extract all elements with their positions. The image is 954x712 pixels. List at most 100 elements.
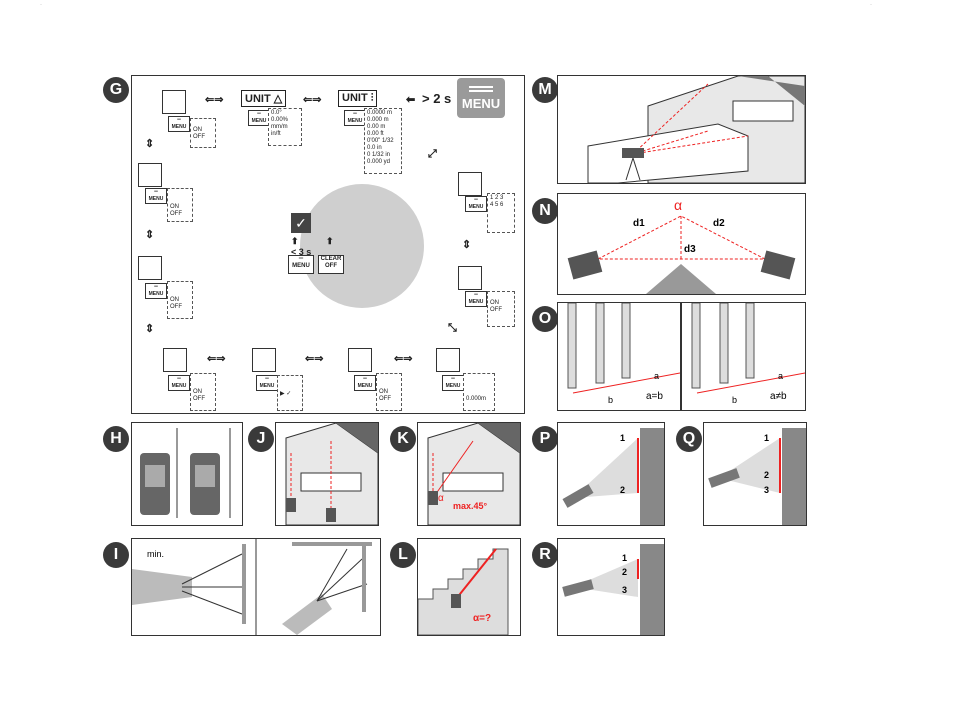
badge-j: J bbox=[248, 426, 274, 452]
angle-unit-options: 0.0° 0.00% mm/m in/ft bbox=[268, 108, 302, 146]
menu-key: ═MENU bbox=[145, 188, 167, 204]
pythagoras-partial-illustration: 1 2 3 bbox=[562, 544, 664, 635]
d3-label: d3 bbox=[684, 244, 696, 255]
menu-key: ═MENU bbox=[168, 375, 190, 391]
up-down-arrows-icon: ⇕ bbox=[145, 229, 155, 241]
unit-distance-key: UNIT ⫶ bbox=[338, 90, 378, 107]
menu-button-large: MENU bbox=[457, 78, 505, 118]
badge-i: I bbox=[103, 542, 129, 568]
diagonal-arrows-icon: ⇕ bbox=[145, 138, 155, 150]
point-1-label: 1 bbox=[620, 433, 625, 443]
clear-off-key: CLEAR OFF bbox=[318, 255, 344, 274]
check-option: ▶ ✓ bbox=[277, 375, 303, 411]
reference-point-illustration bbox=[140, 428, 231, 518]
sound-icon bbox=[138, 163, 162, 187]
menu-key: ═MENU bbox=[256, 375, 278, 391]
left-right-arrows-icon: ⇐⇒ bbox=[207, 353, 226, 365]
panel-j bbox=[275, 422, 379, 526]
panel-m bbox=[557, 75, 806, 184]
badge-q: Q bbox=[676, 426, 702, 452]
offset-icon bbox=[436, 348, 460, 372]
height-measurement-illustration bbox=[285, 423, 378, 525]
panel-g bbox=[131, 75, 525, 414]
up-down-arrows-icon: ⇕ bbox=[462, 239, 472, 251]
label-a: a bbox=[778, 371, 783, 381]
pythagoras-two-point-illustration: 1 2 bbox=[562, 428, 664, 525]
point-1-label: 1 bbox=[622, 553, 627, 563]
brightness-levels: 1 2 3 4 5 6 bbox=[487, 193, 515, 233]
point-2-label: 2 bbox=[622, 567, 627, 577]
parallel-walls-unequal-illustration: a b a≠b bbox=[691, 303, 805, 405]
panel-q: 1 2 3 bbox=[703, 422, 807, 526]
menu-key: ═MENU bbox=[465, 196, 487, 212]
pythagoras-three-point-illustration: 1 2 3 bbox=[708, 428, 806, 525]
badge-l: L bbox=[390, 542, 416, 568]
d2-label: d2 bbox=[713, 218, 725, 229]
alpha-label: α bbox=[674, 197, 682, 213]
crop-mark: · bbox=[870, 2, 872, 8]
panel-o-right: a b a≠b bbox=[681, 302, 806, 411]
arrow-left-icon: ⬅ bbox=[406, 94, 416, 106]
angle-measurement-illustration: α max.45° bbox=[427, 423, 520, 525]
badge-h: H bbox=[103, 426, 129, 452]
arrow-up-icon: ⬆ bbox=[326, 236, 334, 246]
badge-o: O bbox=[532, 306, 558, 332]
diagonal-arrows-icon: ⇕ bbox=[145, 323, 155, 335]
house-measurement-illustration bbox=[587, 76, 805, 183]
equal-label: a=b bbox=[646, 391, 663, 402]
badge-g: G bbox=[103, 77, 129, 103]
panel-o-left: a b a=b bbox=[557, 302, 681, 411]
panel-h bbox=[131, 422, 243, 526]
badge-k: K bbox=[390, 426, 416, 452]
staircase-angle-illustration: α=? bbox=[418, 548, 509, 635]
distance-unit-options: 0.0000 m 0.000 m 0.00 m 0.00 ft 0'00" 1/… bbox=[364, 108, 402, 174]
not-equal-label: a≠b bbox=[770, 391, 787, 402]
menu-key: ═MENU bbox=[168, 116, 190, 132]
menu-key: ═MENU bbox=[248, 110, 270, 126]
menu-key: ═MENU bbox=[354, 375, 376, 391]
point-2-label: 2 bbox=[620, 485, 625, 495]
min-label: min. bbox=[147, 549, 164, 559]
center-hold-duration: ⬆< 3 s bbox=[291, 236, 312, 257]
d1-label: d1 bbox=[633, 218, 645, 229]
left-right-arrows-icon: ⇐⇒ bbox=[305, 353, 324, 365]
point-1-label: 1 bbox=[764, 433, 769, 443]
crop-mark: · bbox=[40, 2, 42, 8]
max-angle-label: max.45° bbox=[453, 501, 488, 511]
badge-m: M bbox=[532, 77, 558, 103]
triangle-measurement-illustration: α d1 d2 d3 bbox=[567, 197, 796, 294]
diagonal-arrows-icon: ⤡ bbox=[448, 322, 457, 334]
point-3-label: 3 bbox=[622, 585, 627, 595]
menu-key: ═MENU bbox=[442, 375, 464, 391]
panel-r: 1 2 3 bbox=[557, 538, 665, 636]
label-a: a bbox=[654, 371, 659, 381]
tripod-icon bbox=[458, 266, 482, 290]
badge-r: R bbox=[532, 542, 558, 568]
label-b: b bbox=[732, 395, 737, 405]
point-3-label: 3 bbox=[764, 485, 769, 495]
confirm-check-icon: ✓ bbox=[291, 213, 311, 233]
menu-key-center: ═MENU bbox=[288, 255, 314, 274]
device-settings-icon bbox=[162, 90, 186, 114]
menu-key: ═MENU bbox=[344, 110, 366, 126]
label-b: b bbox=[608, 395, 613, 405]
hold-duration: > 2 s bbox=[422, 91, 452, 106]
panel-n: α d1 d2 d3 bbox=[557, 193, 806, 295]
level-icon bbox=[348, 348, 372, 372]
panel-g-connectors bbox=[300, 184, 424, 308]
parallel-walls-equal-illustration: a b a=b bbox=[567, 303, 680, 405]
panel-l: α=? bbox=[417, 538, 521, 636]
panel-k: α max.45° bbox=[417, 422, 521, 526]
menu-key: ═MENU bbox=[145, 283, 167, 299]
left-right-arrows-icon: ⇐⇒ bbox=[303, 94, 322, 106]
menu-key: ═MENU bbox=[465, 291, 487, 307]
alpha-label: α bbox=[438, 493, 444, 504]
left-right-arrows-icon: ⇐⇒ bbox=[394, 353, 413, 365]
alpha-unknown-label: α=? bbox=[473, 613, 491, 624]
